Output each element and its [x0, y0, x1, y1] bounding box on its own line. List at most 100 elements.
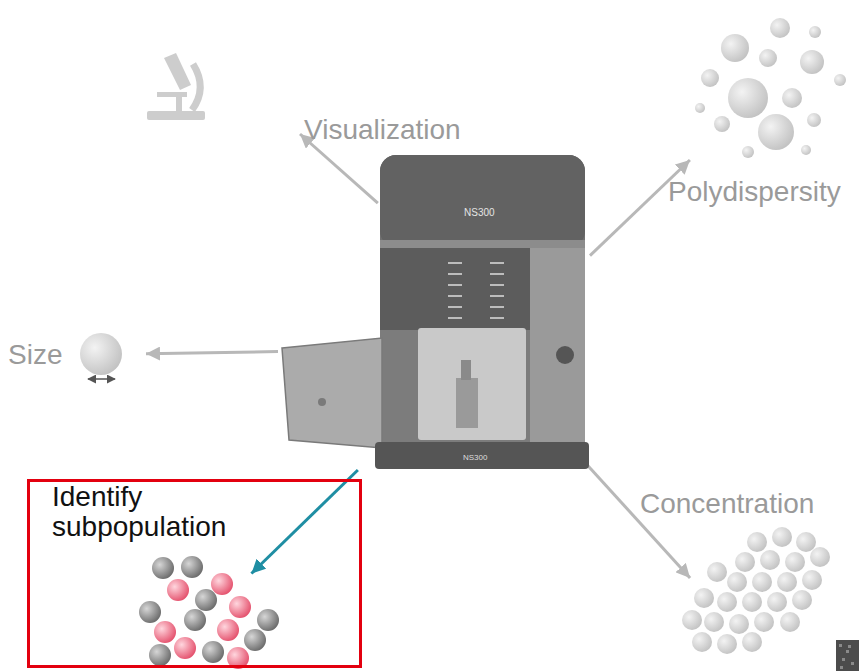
image-fragment — [836, 640, 859, 671]
particle — [149, 644, 171, 666]
feature-label: Size — [4, 325, 146, 389]
connector-arrow — [590, 160, 690, 256]
particle — [244, 629, 266, 651]
size-sphere — [80, 333, 122, 375]
particle — [747, 532, 767, 552]
instrument-side — [530, 248, 585, 455]
indicator-mark — [448, 284, 462, 286]
instrument-top — [380, 155, 585, 247]
node-text: Visualization — [304, 114, 461, 146]
corner-image — [836, 640, 859, 671]
particle — [729, 614, 749, 634]
instrument-body — [380, 155, 585, 455]
particle — [728, 78, 768, 118]
particle — [184, 609, 206, 631]
particle — [752, 572, 772, 592]
particle — [785, 552, 805, 572]
indicator-mark — [448, 295, 462, 297]
particle — [727, 572, 747, 592]
microscope-base — [147, 111, 205, 120]
instrument-knob — [556, 346, 574, 364]
particle — [695, 103, 705, 113]
connector-arrow — [251, 470, 357, 574]
particle — [758, 114, 794, 150]
image-speckle — [839, 644, 842, 647]
particle — [802, 570, 822, 590]
node-text: Polydispersity — [668, 176, 841, 208]
indicator-mark — [490, 306, 504, 308]
microscope-pillar — [176, 97, 182, 111]
indicator-mark — [490, 284, 504, 286]
concentration-icon — [682, 527, 830, 654]
highlight-box: Identify subpopulation — [27, 479, 362, 668]
particle — [717, 592, 737, 612]
particle — [707, 562, 727, 582]
particle — [792, 590, 812, 610]
particle — [229, 596, 251, 618]
particle — [759, 49, 777, 67]
node-text: Identify subpopulation — [52, 482, 252, 542]
particle — [257, 609, 279, 631]
indicator-mark — [490, 262, 504, 264]
particle — [721, 34, 749, 62]
particle — [782, 88, 802, 108]
particle — [152, 557, 174, 579]
feature-label: Polydispersity — [664, 10, 856, 210]
instrument-art — [278, 150, 590, 470]
particle — [217, 619, 239, 641]
particle — [202, 641, 224, 663]
instrument-strip — [380, 240, 585, 248]
microscope-tube — [164, 53, 191, 90]
particle — [167, 579, 189, 601]
instrument: NS300 — [278, 150, 590, 470]
image-speckle — [851, 662, 854, 665]
particle — [772, 527, 792, 547]
particle — [767, 592, 787, 612]
particle — [694, 588, 714, 608]
instrument-door — [282, 338, 382, 448]
particle — [801, 145, 811, 155]
particle — [834, 74, 846, 86]
particle — [195, 589, 217, 611]
particle — [692, 632, 712, 652]
particle — [742, 146, 754, 158]
size-dimension — [88, 378, 115, 380]
particle — [701, 69, 719, 87]
feature-label: Visualization — [300, 110, 465, 150]
indicator-mark — [490, 317, 504, 319]
particle — [714, 116, 730, 132]
particle — [754, 612, 774, 632]
particle — [742, 592, 762, 612]
particle — [717, 634, 737, 654]
particle — [174, 637, 196, 659]
feature-label: Concentration — [636, 484, 840, 650]
particle — [807, 113, 821, 127]
indicator-mark — [490, 295, 504, 297]
instrument-panel — [380, 248, 530, 330]
particle — [154, 621, 176, 643]
microscope-stage — [157, 92, 187, 97]
node-text: NS300 — [464, 207, 495, 219]
particle — [770, 18, 790, 38]
particle — [780, 612, 800, 632]
particle — [809, 26, 821, 38]
sample-port — [461, 360, 471, 380]
image-speckle — [846, 650, 849, 653]
particle — [777, 572, 797, 592]
image-speckle — [840, 666, 843, 669]
image-speckle — [848, 645, 851, 648]
particle — [796, 532, 816, 552]
indicator-mark — [448, 306, 462, 308]
microscope-arm — [192, 64, 200, 110]
device-label: NS300 — [463, 453, 487, 462]
particle — [704, 612, 724, 632]
particle — [682, 610, 702, 630]
particle — [735, 552, 755, 572]
particle — [211, 573, 233, 595]
particle — [139, 601, 161, 623]
connector-arrow — [146, 352, 278, 354]
subpopulation-particles — [139, 556, 279, 669]
particle — [800, 50, 824, 74]
indicator-mark — [448, 317, 462, 319]
